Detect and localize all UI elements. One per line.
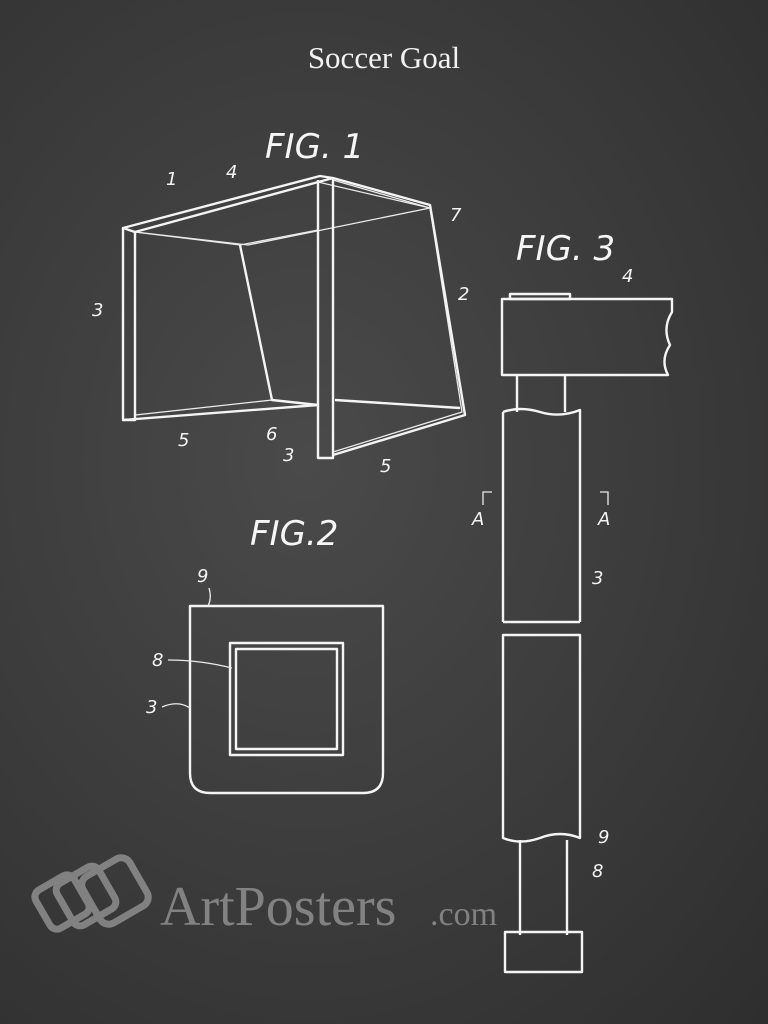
fig2-title: FIG.2 — [250, 514, 338, 554]
fig1-label-2: 2 — [458, 284, 469, 305]
fig1-label-1: 1 — [166, 169, 177, 190]
fig3-label-8: 8 — [592, 861, 603, 882]
fig1-label-7: 7 — [450, 205, 462, 226]
fig1-label-6: 6 — [266, 424, 277, 445]
fig1-title: FIG. 1 — [265, 127, 364, 167]
fig3-label-a-left: A — [471, 509, 484, 530]
fig3-label-9: 9 — [598, 827, 609, 848]
fig3-label-4: 4 — [622, 266, 633, 287]
fig1-label-5-right: 5 — [380, 456, 391, 477]
fig1-goal-drawing: FIG. 1 1 4 7 3 2 5 6 3 5 — [92, 127, 469, 477]
watermark-brand: ArtPosters — [160, 876, 396, 938]
poster-title: Soccer Goal — [307, 40, 461, 75]
fig1-label-3-front: 3 — [283, 445, 294, 466]
fig1-label-5-left: 5 — [178, 430, 189, 451]
fig1-label-3-left: 3 — [92, 300, 103, 321]
fig3-post-detail: FIG. 3 4 A A 3 9 8 — [471, 229, 674, 974]
fig2-label-8: 8 — [152, 650, 163, 671]
watermark-logo-icon — [31, 854, 152, 933]
fig2-label-3: 3 — [146, 697, 157, 718]
fig1-label-4: 4 — [226, 162, 237, 183]
fig3-title: FIG. 3 — [516, 229, 615, 269]
fig3-label-a-right: A — [597, 509, 610, 530]
fig3-label-3: 3 — [592, 568, 603, 589]
artposters-watermark: ArtPosters .com — [31, 854, 497, 938]
watermark-suffix: .com — [430, 896, 497, 933]
fig2-cross-section: FIG.2 9 8 3 — [146, 514, 385, 795]
fig2-label-9: 9 — [197, 566, 208, 587]
